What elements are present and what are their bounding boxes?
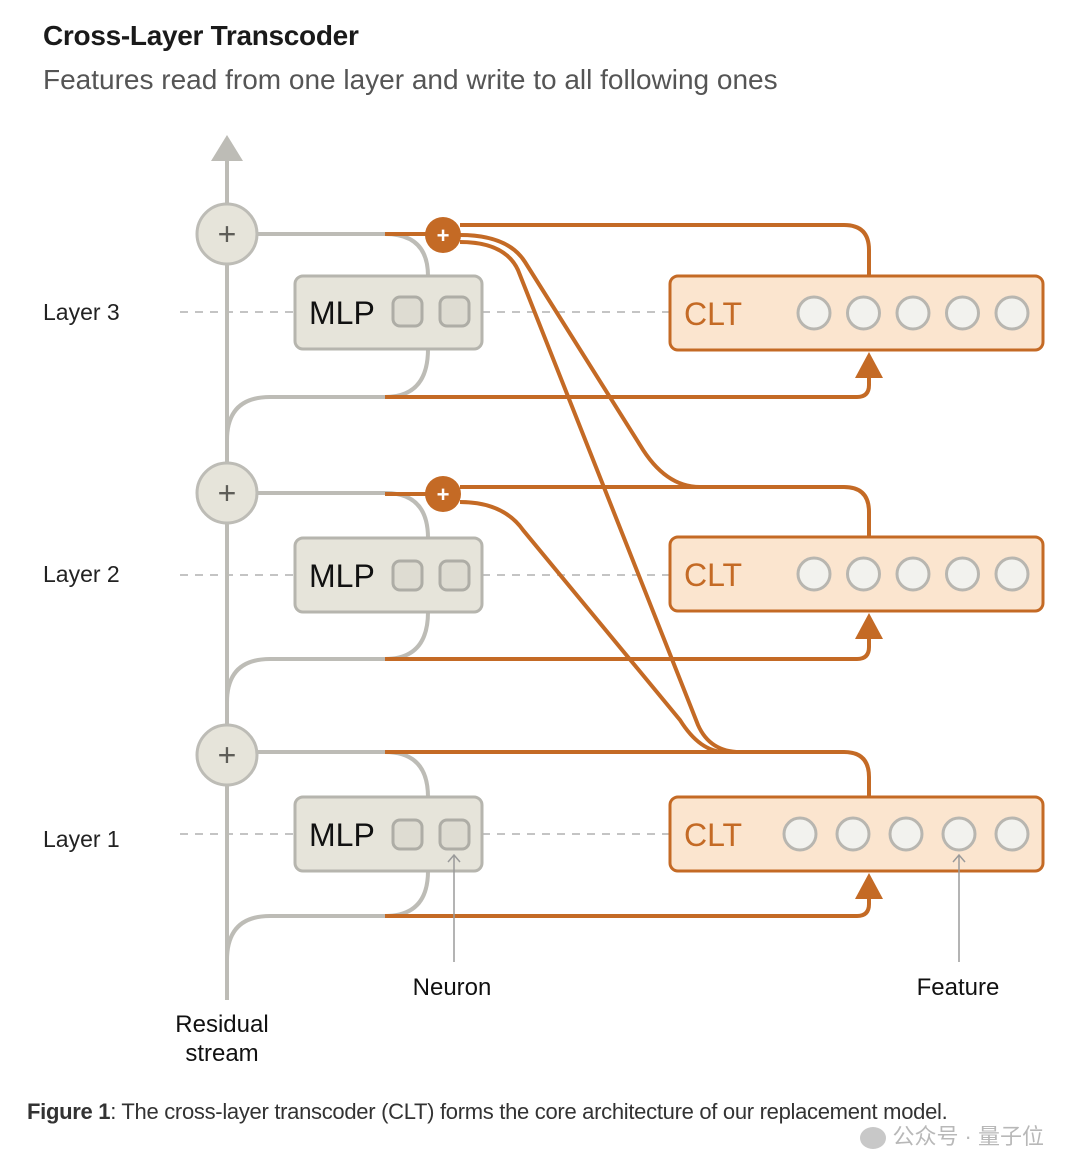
clt-box-layer-3: CLT bbox=[668, 274, 1045, 352]
mlp-label: MLP bbox=[309, 817, 375, 853]
wechat-icon bbox=[860, 1127, 887, 1150]
residual-add-node-1: + bbox=[195, 723, 259, 787]
layer-3-label: Layer 3 bbox=[43, 299, 120, 325]
feature bbox=[994, 816, 1030, 852]
clt2-output-line bbox=[460, 485, 871, 537]
feature bbox=[782, 816, 818, 852]
feature bbox=[895, 295, 931, 331]
feature-row bbox=[782, 816, 1030, 852]
clt1-to-layer2 bbox=[459, 500, 726, 754]
feature bbox=[941, 816, 977, 852]
mlp-label: MLP bbox=[309, 295, 375, 331]
clt1-to-layer3-a bbox=[459, 240, 741, 754]
feature bbox=[888, 816, 924, 852]
neuron bbox=[391, 559, 424, 592]
clt-label: CLT bbox=[684, 557, 742, 593]
clt-label: CLT bbox=[684, 817, 742, 853]
neuron bbox=[438, 295, 471, 328]
neuron bbox=[438, 559, 471, 592]
plus-icon: + bbox=[218, 216, 237, 252]
feature-pointer bbox=[952, 853, 966, 962]
feature bbox=[945, 295, 980, 331]
residual-arrow-head bbox=[211, 135, 243, 161]
feature-annotation: Feature bbox=[917, 974, 1000, 1001]
clt-box-layer-1: CLT bbox=[668, 795, 1045, 873]
clt3-input-line bbox=[385, 375, 871, 399]
neuron bbox=[391, 295, 424, 328]
feature bbox=[846, 295, 881, 331]
residual-stream-label-1: Residual bbox=[175, 1011, 268, 1038]
mlp-box-layer-2: MLP bbox=[293, 536, 484, 614]
feature bbox=[945, 556, 980, 592]
residual-add-node-3: + bbox=[195, 202, 259, 266]
feature-row bbox=[796, 556, 1030, 592]
mlp-box-layer-1: MLP bbox=[293, 795, 484, 873]
feature bbox=[835, 816, 871, 852]
clt1-input-line bbox=[385, 895, 871, 918]
feature bbox=[895, 556, 931, 592]
watermark: 公众号 · 量子位 bbox=[860, 1124, 1044, 1150]
caption-label: Figure 1 bbox=[27, 1099, 111, 1124]
clt-add-node-3: + bbox=[425, 217, 461, 253]
clt-label: CLT bbox=[684, 296, 742, 332]
figure-caption: Figure 1: The cross-layer transcoder (CL… bbox=[27, 1099, 948, 1125]
feature bbox=[846, 556, 881, 592]
mlp-label: MLP bbox=[309, 558, 375, 594]
clt2-input-arrow bbox=[855, 613, 883, 639]
figure-subtitle: Features read from one layer and write t… bbox=[43, 64, 778, 95]
neuron bbox=[391, 818, 424, 851]
neuron bbox=[438, 818, 471, 851]
clt1-output-line bbox=[385, 750, 871, 797]
clt-wiring bbox=[385, 223, 871, 918]
plus-icon: + bbox=[437, 223, 450, 248]
clt-box-layer-2: CLT bbox=[668, 535, 1045, 613]
neuron-pointer bbox=[447, 853, 461, 962]
feature bbox=[796, 295, 832, 331]
residual-stream-label-2: stream bbox=[185, 1040, 258, 1067]
feature-row bbox=[796, 295, 1030, 331]
mlp-box-layer-3: MLP bbox=[293, 274, 484, 351]
feature bbox=[994, 295, 1030, 331]
layer-1-label: Layer 1 bbox=[43, 826, 120, 852]
neuron-annotation: Neuron bbox=[413, 974, 492, 1001]
clt3-output-line bbox=[460, 223, 871, 276]
feature bbox=[994, 556, 1030, 592]
clt2-to-layer3 bbox=[459, 233, 701, 489]
layer-2-label: Layer 2 bbox=[43, 561, 120, 587]
clt3-input-arrow bbox=[855, 352, 883, 378]
plus-icon: + bbox=[218, 475, 237, 511]
figure-title: Cross-Layer Transcoder bbox=[43, 20, 359, 51]
caption-text: : The cross-layer transcoder (CLT) forms… bbox=[110, 1099, 948, 1124]
plus-icon: + bbox=[218, 737, 237, 773]
clt-add-node-2: + bbox=[425, 476, 461, 512]
watermark-text: 公众号 · 量子位 bbox=[892, 1124, 1044, 1149]
plus-icon: + bbox=[437, 482, 450, 507]
clt1-input-arrow bbox=[855, 873, 883, 899]
feature bbox=[796, 556, 832, 592]
clt2-input-line bbox=[385, 637, 871, 661]
residual-add-node-2: + bbox=[195, 461, 259, 525]
